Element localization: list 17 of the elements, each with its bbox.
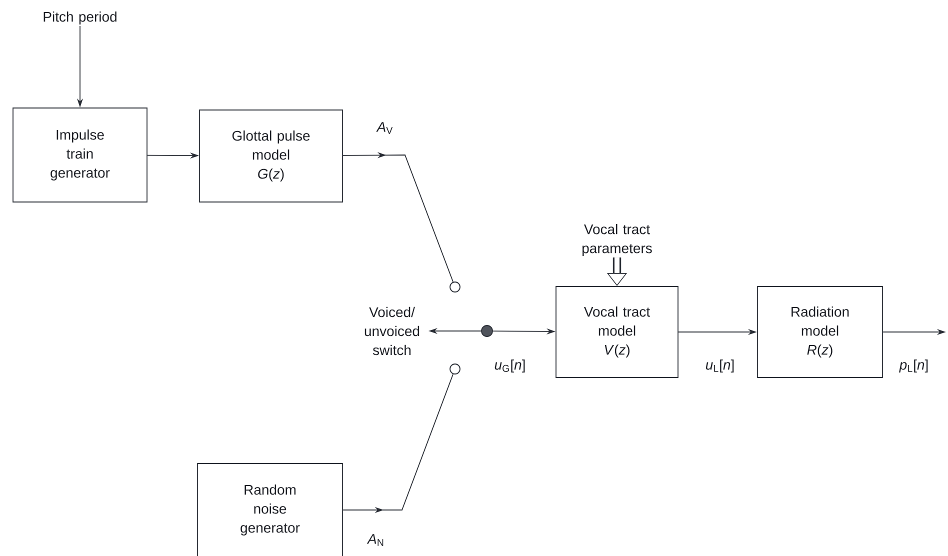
process-box: Glottal pulse model G(z) [199, 110, 343, 202]
switch-pivot [481, 325, 493, 337]
edge-label: A$_{N}$ [366, 533, 386, 547]
process-box: Radiation model R(z) [757, 286, 883, 378]
arrow [342, 152, 454, 282]
input-label: Pitch period [44, 11, 116, 25]
process-box: Random noise generator [197, 463, 343, 556]
edge-label: u$_{L}$[n] [704, 358, 736, 374]
switch-contact [450, 364, 460, 374]
switch-contact [450, 282, 460, 292]
process-box: Impulse train generator [12, 108, 148, 202]
input-label: Voiced/ unvoiced switch [364, 306, 420, 356]
process-box: Vocal tract model V(z) [556, 286, 678, 378]
edge-label: A$_{V}$ [376, 121, 394, 135]
input-label: Vocal tract parameters [582, 224, 652, 256]
edge-label: p$_{L}$[n] [898, 358, 930, 374]
edge-label: u$_{G}$[n] [493, 358, 527, 374]
